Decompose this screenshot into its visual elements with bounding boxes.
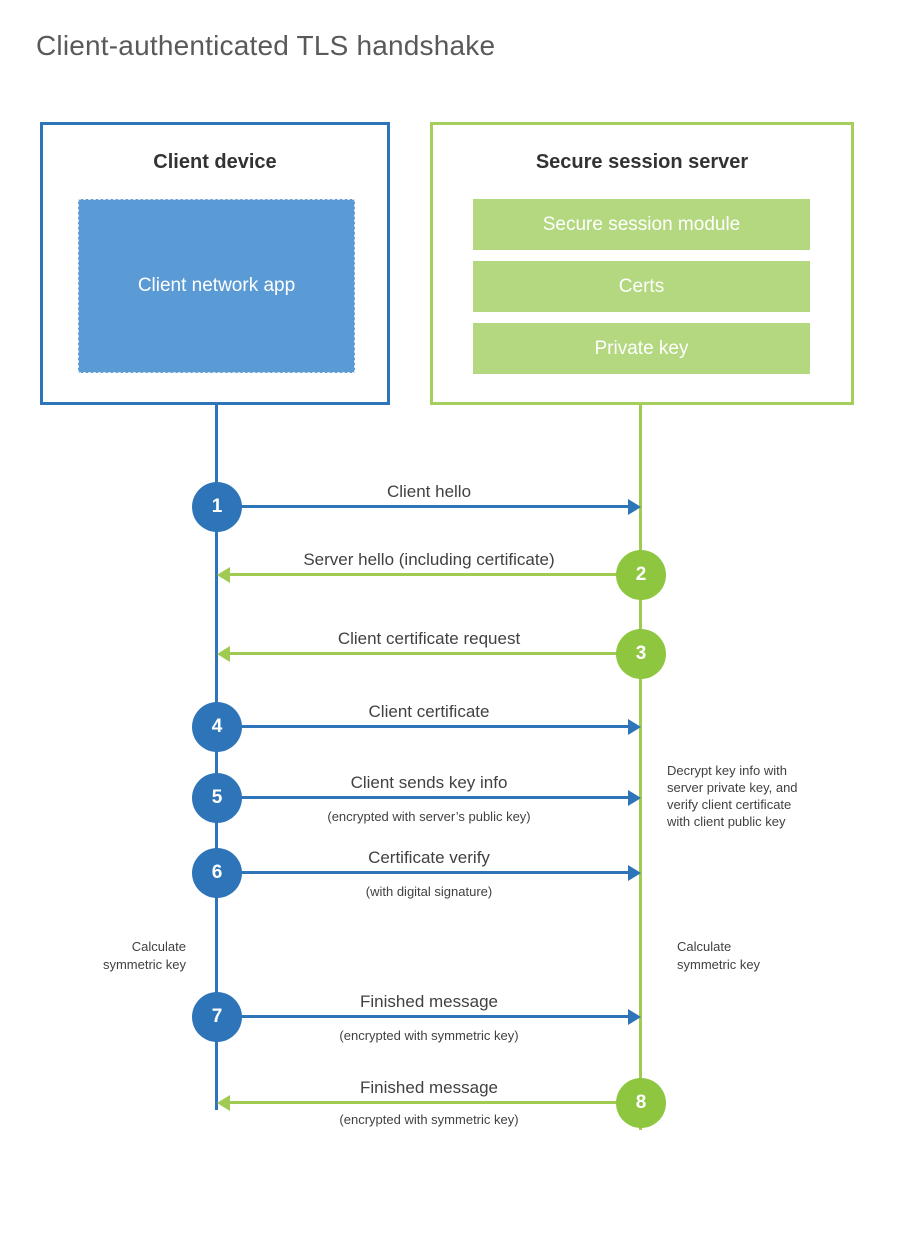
page-title: Client-authenticated TLS handshake [36,30,496,61]
step-4-arrowhead-icon [628,719,641,735]
step-7-badge: 7 [192,992,242,1042]
step-5-sublabel: (encrypted with server’s public key) [327,809,531,824]
client-lifeline [215,405,218,1110]
step-3-badge: 3 [616,629,666,679]
step-5-arrow [217,796,629,799]
step-4-arrow [217,725,629,728]
secure-session-server-title: Secure session server [535,151,749,173]
step-7-label: Finished message [360,992,498,1011]
step-7-arrowhead-icon [628,1009,641,1025]
calculate-symmetric-key-client-note: Calculate symmetric key [102,939,186,972]
step-5-arrowhead-icon [628,790,641,806]
client-device-box: Client device Client network app [40,122,390,405]
step-6-badge: 6 [192,848,242,898]
step-7-sublabel: (encrypted with symmetric key) [339,1028,519,1043]
step-1-label: Client hello [386,482,472,501]
step-4-label: Client certificate [368,702,490,721]
step-2-arrow [230,573,641,576]
server-secure-session-module-bar: Secure session module [473,199,810,250]
step-8-arrow [230,1101,641,1104]
step-2-badge: 2 [616,550,666,600]
step-5-badge: 5 [192,773,242,823]
step-2-label: Server hello (including certificate) [303,550,555,569]
calculate-symmetric-key-server-note: Calculate symmetric key [677,939,761,972]
client-device-title: Client device [153,151,277,173]
step-7-arrow [217,1015,629,1018]
step-5-label: Client sends key info [350,773,508,792]
step-1-arrowhead-icon [628,499,641,515]
step-3-arrow [230,652,641,655]
step-8-label: Finished message [360,1078,498,1097]
server-lifeline [639,405,642,1130]
step-3-arrowhead-icon [217,646,230,662]
server-certs-bar: Certs [473,261,810,312]
step-8-badge: 8 [616,1078,666,1128]
step-8-arrowhead-icon [217,1095,230,1111]
step-1-arrow [217,505,629,508]
step-2-arrowhead-icon [217,567,230,583]
step-8-sublabel: (encrypted with symmetric key) [339,1112,519,1127]
step-4-badge: 4 [192,702,242,752]
client-network-app-label: Client network app [137,275,296,296]
step-6-arrowhead-icon [628,865,641,881]
client-network-app-box: Client network app [78,199,355,373]
decrypt-key-info-note: Decrypt key info with server private key… [667,763,798,829]
server-private-key-bar: Private key [473,323,810,374]
step-6-arrow [217,871,629,874]
step-1-badge: 1 [192,482,242,532]
step-6-sublabel: (with digital signature) [365,884,493,899]
step-6-label: Certificate verify [368,848,490,867]
secure-session-server-box: Secure session server Secure session mod… [430,122,854,405]
step-3-label: Client certificate request [337,629,521,648]
